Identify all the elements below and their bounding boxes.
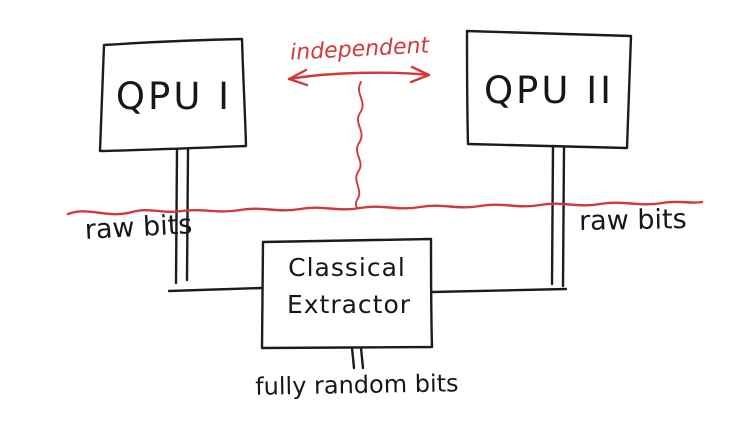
qpu-left-wire-2 xyxy=(185,148,190,282)
qpu-left-box xyxy=(98,37,248,153)
qpu-right-to-extractor-wire xyxy=(430,287,568,294)
raw-bits-right-label: raw bits xyxy=(579,204,687,237)
double-arrow-right-head xyxy=(409,65,431,84)
qpu-right-box xyxy=(465,29,633,150)
separator-wavy-line xyxy=(66,200,704,216)
qpu-left-to-extractor-wire xyxy=(167,286,264,293)
extractor-label-line-1: Classical xyxy=(288,253,406,282)
extractor-label-line-2: Extractor xyxy=(287,290,411,319)
qpu-left-label: QPU I xyxy=(116,75,232,118)
double-arrow-shaft xyxy=(287,71,431,81)
extractor-box xyxy=(260,237,434,350)
independent-label: independent xyxy=(290,33,432,65)
qpu-right-wire-2 xyxy=(561,145,566,288)
output-bits-label: fully random bits xyxy=(255,369,459,401)
qpu-left-wire-1 xyxy=(174,148,179,285)
raw-bits-left-label: raw bits xyxy=(84,209,193,246)
qpu-right-wire-1 xyxy=(550,144,555,286)
qpu-right-label: QPU II xyxy=(484,69,614,112)
double-arrow-left-head xyxy=(287,68,309,87)
extractor-output-wire-1 xyxy=(350,346,356,370)
double-arrow-icon xyxy=(287,65,431,87)
independence-squiggle xyxy=(354,81,364,209)
extractor-output-wire-2 xyxy=(359,346,365,370)
